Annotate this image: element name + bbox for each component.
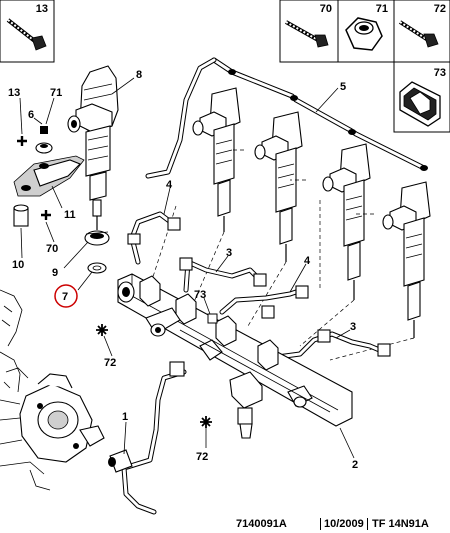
injector-3: [322, 143, 371, 300]
marker-plus-70: [41, 210, 51, 220]
tile-73: 73: [393, 61, 450, 133]
tile-71-number: 71: [376, 3, 388, 15]
leader-lines: [19, 77, 355, 459]
tile-72-number: 72: [434, 3, 446, 15]
label-3a: 3: [226, 247, 232, 259]
diagram-date: 10/2009: [320, 518, 368, 530]
diagram-code: 7140091A: [236, 518, 287, 530]
injector-pipe-4b: [219, 285, 309, 319]
label-6: 6: [28, 109, 34, 121]
label-11: 11: [64, 209, 76, 221]
marker-star-72b: [200, 416, 212, 428]
bolt-icon: [6, 18, 47, 51]
bolt-icon: [285, 20, 329, 48]
tile-70: 70: [279, 0, 339, 63]
highlight-circle: [54, 284, 78, 308]
label-9: 9: [52, 267, 58, 279]
injector-pipe-3a: [179, 257, 267, 293]
diagram-reference: TF 14N91A: [372, 518, 429, 530]
nut-icon: [345, 17, 383, 51]
label-5: 5: [340, 81, 346, 93]
injector-2: [254, 111, 303, 262]
tile-70-number: 70: [320, 3, 332, 15]
marker-star-72a: [96, 324, 108, 336]
tile-13: 13: [0, 0, 55, 63]
label-72b: 72: [196, 451, 208, 463]
label-8: 8: [136, 69, 142, 81]
injector-pipe-4a: [127, 211, 181, 265]
common-rail: [117, 273, 353, 439]
washer-nut-71: [35, 126, 53, 154]
label-4b: 4: [304, 255, 311, 267]
label-73: 73: [194, 289, 206, 301]
washer-7: [87, 262, 107, 274]
hp-pump: [0, 289, 105, 491]
injector-pipe-3b: [267, 329, 391, 361]
part-labels: 8 13 6 71 11 70 10 9 7 5 4 3 73 4 3 72 1…: [8, 69, 358, 471]
marker-square-73: [207, 313, 218, 324]
tile-73-number: 73: [434, 67, 446, 79]
return-line-5: [145, 57, 428, 179]
stud-10: [13, 204, 29, 227]
label-70: 70: [46, 243, 58, 255]
injector-main: [67, 65, 119, 230]
clamp-bracket: [13, 155, 85, 197]
bolt-icon: [398, 20, 439, 48]
injector-1: [192, 87, 241, 232]
label-10: 10: [12, 259, 24, 271]
hp-pipe-1: [108, 361, 187, 515]
label-4a: 4: [166, 179, 173, 191]
label-1: 1: [122, 411, 128, 423]
label-72a: 72: [104, 357, 116, 369]
label-13: 13: [8, 87, 20, 99]
tile-71: 71: [337, 0, 395, 63]
marker-plus-13: [17, 136, 27, 146]
label-3b: 3: [350, 321, 356, 333]
tile-72: 72: [393, 0, 450, 63]
tile-13-number: 13: [36, 3, 48, 15]
clip-icon: [399, 81, 441, 127]
label-2: 2: [352, 459, 358, 471]
seal-9: [84, 230, 110, 246]
injector-4: [382, 181, 431, 338]
label-71: 71: [50, 87, 62, 99]
label-7: 7: [62, 291, 68, 303]
